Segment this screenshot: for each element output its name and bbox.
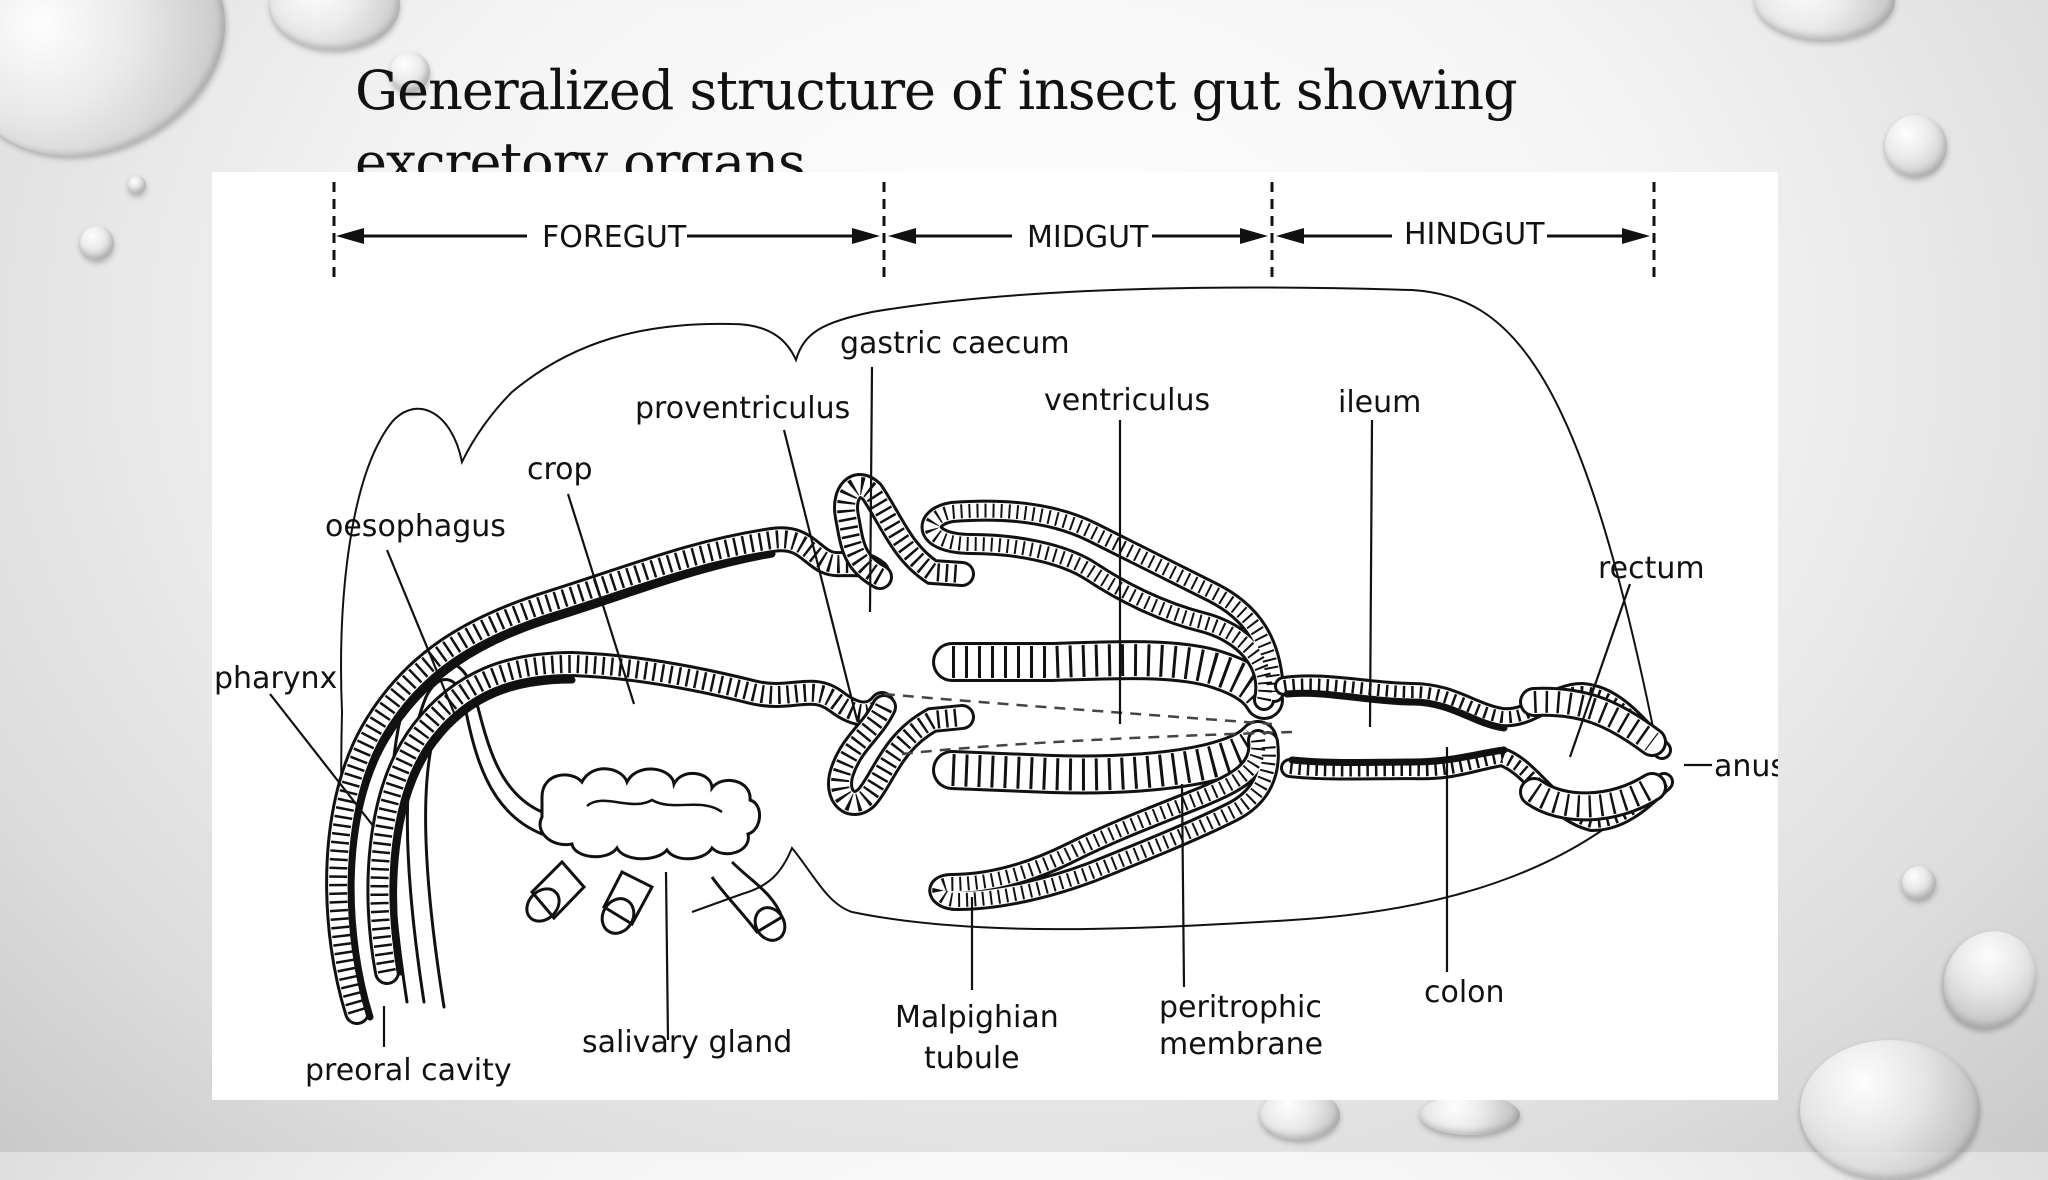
crop-label: crop [527,452,593,487]
water-droplet [0,0,262,198]
gastric-caecum-label: gastric caecum [840,326,1070,361]
gut-diagram-svg: FOREGUT MIDGUT HINDGUT [214,182,1778,1088]
water-droplet [390,52,430,92]
water-droplet [1885,115,1947,177]
water-droplet [270,0,400,50]
water-droplet [1926,914,2048,1046]
rectum-label: rectum [1598,551,1705,586]
water-droplet [1755,0,1895,40]
salivary-gland-label: salivary gland [582,1025,792,1060]
malpighian-tubule-label-line1: Malpighian [895,1000,1059,1035]
proventriculus-label: proventriculus [635,391,850,426]
hindgut-label: HINDGUT [1404,217,1545,252]
gut-walls [325,473,1674,1025]
colon-label: colon [1424,975,1505,1010]
ileum-label: ileum [1338,385,1421,420]
insect-gut-diagram: FOREGUT MIDGUT HINDGUT [212,172,1778,1100]
peritrophic-membrane-label-line2: membrane [1159,1027,1323,1062]
malpighian-tubule-label-line2: tubule [924,1041,1020,1076]
peritrophic-membrane-label-line1: peritrophic [1159,990,1322,1025]
region-scale-bar: FOREGUT MIDGUT HINDGUT [332,182,1656,280]
oesophagus-label: oesophagus [325,509,506,544]
leader-lines [269,366,1712,1047]
water-droplet [80,226,114,260]
anus-label: anus [1714,749,1778,784]
preoral-cavity-label: preoral cavity [305,1053,512,1088]
foregut-label: FOREGUT [542,220,687,255]
water-droplet [128,176,146,194]
water-droplet [1902,866,1936,900]
midgut-label: MIDGUT [1027,220,1149,255]
pharynx-label: pharynx [214,661,337,696]
water-droplet [1800,1040,1980,1180]
ventriculus-label: ventriculus [1044,383,1210,418]
water-droplet [1420,1095,1520,1135]
